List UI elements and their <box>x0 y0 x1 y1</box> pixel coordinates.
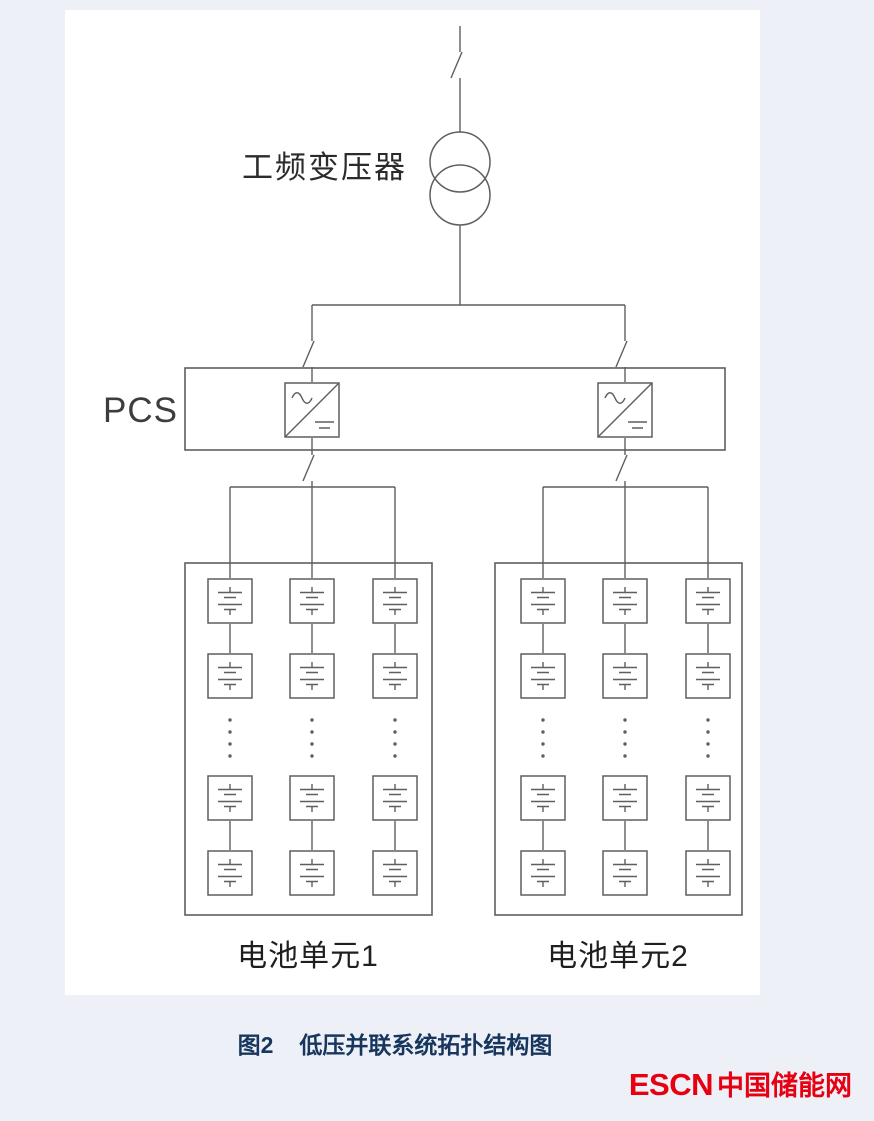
converter-icon <box>597 382 653 438</box>
battery-cell-icon <box>685 775 731 821</box>
figure-title: 低压并联系统拓扑结构图 <box>299 1032 553 1058</box>
battery-cell-icon <box>685 578 731 624</box>
battery-unit-1-label: 电池单元1 <box>237 940 379 973</box>
escn-wordmark: ESCN <box>628 1067 714 1102</box>
battery-cell-icon <box>685 850 731 896</box>
battery-cell-icon <box>520 578 566 624</box>
dc-link-2 <box>542 438 709 578</box>
battery-cell-icon <box>372 578 418 624</box>
figure-caption: 图2 低压并联系统拓扑结构图 <box>0 1026 790 1060</box>
string-links-2 <box>542 624 709 850</box>
battery-cell-icon <box>372 850 418 896</box>
battery-cell-icon <box>207 653 253 699</box>
pcs-section <box>184 367 726 451</box>
disconnect-switch-icon <box>450 51 463 79</box>
battery-cell-icon <box>520 653 566 699</box>
dc2-switch-icon <box>615 454 628 482</box>
transformer-icon <box>429 131 491 226</box>
battery-cell-icon <box>602 775 648 821</box>
battery-cell-icon <box>685 653 731 699</box>
figure-number: 图2 <box>237 1032 274 1058</box>
converter-icon <box>284 382 340 438</box>
battery-cell-icon <box>602 653 648 699</box>
battery-cell-icon <box>372 653 418 699</box>
topology-diagram: 工频变压器 PCS <box>103 26 743 973</box>
transformer-coil-top <box>429 131 491 193</box>
dc2-string-feeders <box>542 487 709 578</box>
battery-cell-icon <box>372 775 418 821</box>
battery-cell-icon <box>602 578 648 624</box>
pcs-label: PCS <box>103 391 178 430</box>
battery-unit-1 <box>184 562 433 916</box>
battery-box-1 <box>184 562 433 916</box>
branch2-switch-icon <box>615 340 628 368</box>
pcs-box <box>184 367 726 451</box>
battery-cell-icon <box>207 578 253 624</box>
dc1-string-feeders <box>229 487 396 578</box>
battery-cell-icon <box>520 850 566 896</box>
battery-cell-icon <box>289 653 335 699</box>
battery-box-2 <box>494 562 743 916</box>
dc-link-1 <box>229 438 396 578</box>
dc1-switch-icon <box>302 454 315 482</box>
battery-unit-2 <box>494 562 743 916</box>
battery-cell-icon <box>207 850 253 896</box>
battery-cell-icon <box>289 850 335 896</box>
string-links-1 <box>229 624 396 850</box>
battery-cell-icon <box>520 775 566 821</box>
transformer-label: 工频变压器 <box>242 150 407 185</box>
battery-cell-icon <box>602 850 648 896</box>
figure-panel: 工频变压器 PCS <box>65 10 760 995</box>
branch1-switch-icon <box>302 340 315 368</box>
battery-unit-2-label: 电池单元2 <box>547 940 689 973</box>
battery-cell-icon <box>289 775 335 821</box>
transformer-coil-bottom <box>429 164 491 226</box>
grid-connection <box>450 26 463 132</box>
battery-cell-icon <box>289 578 335 624</box>
battery-cell-icon <box>207 775 253 821</box>
ac-bus <box>302 225 628 382</box>
escn-site-name: 中国储能网 <box>717 1071 852 1101</box>
